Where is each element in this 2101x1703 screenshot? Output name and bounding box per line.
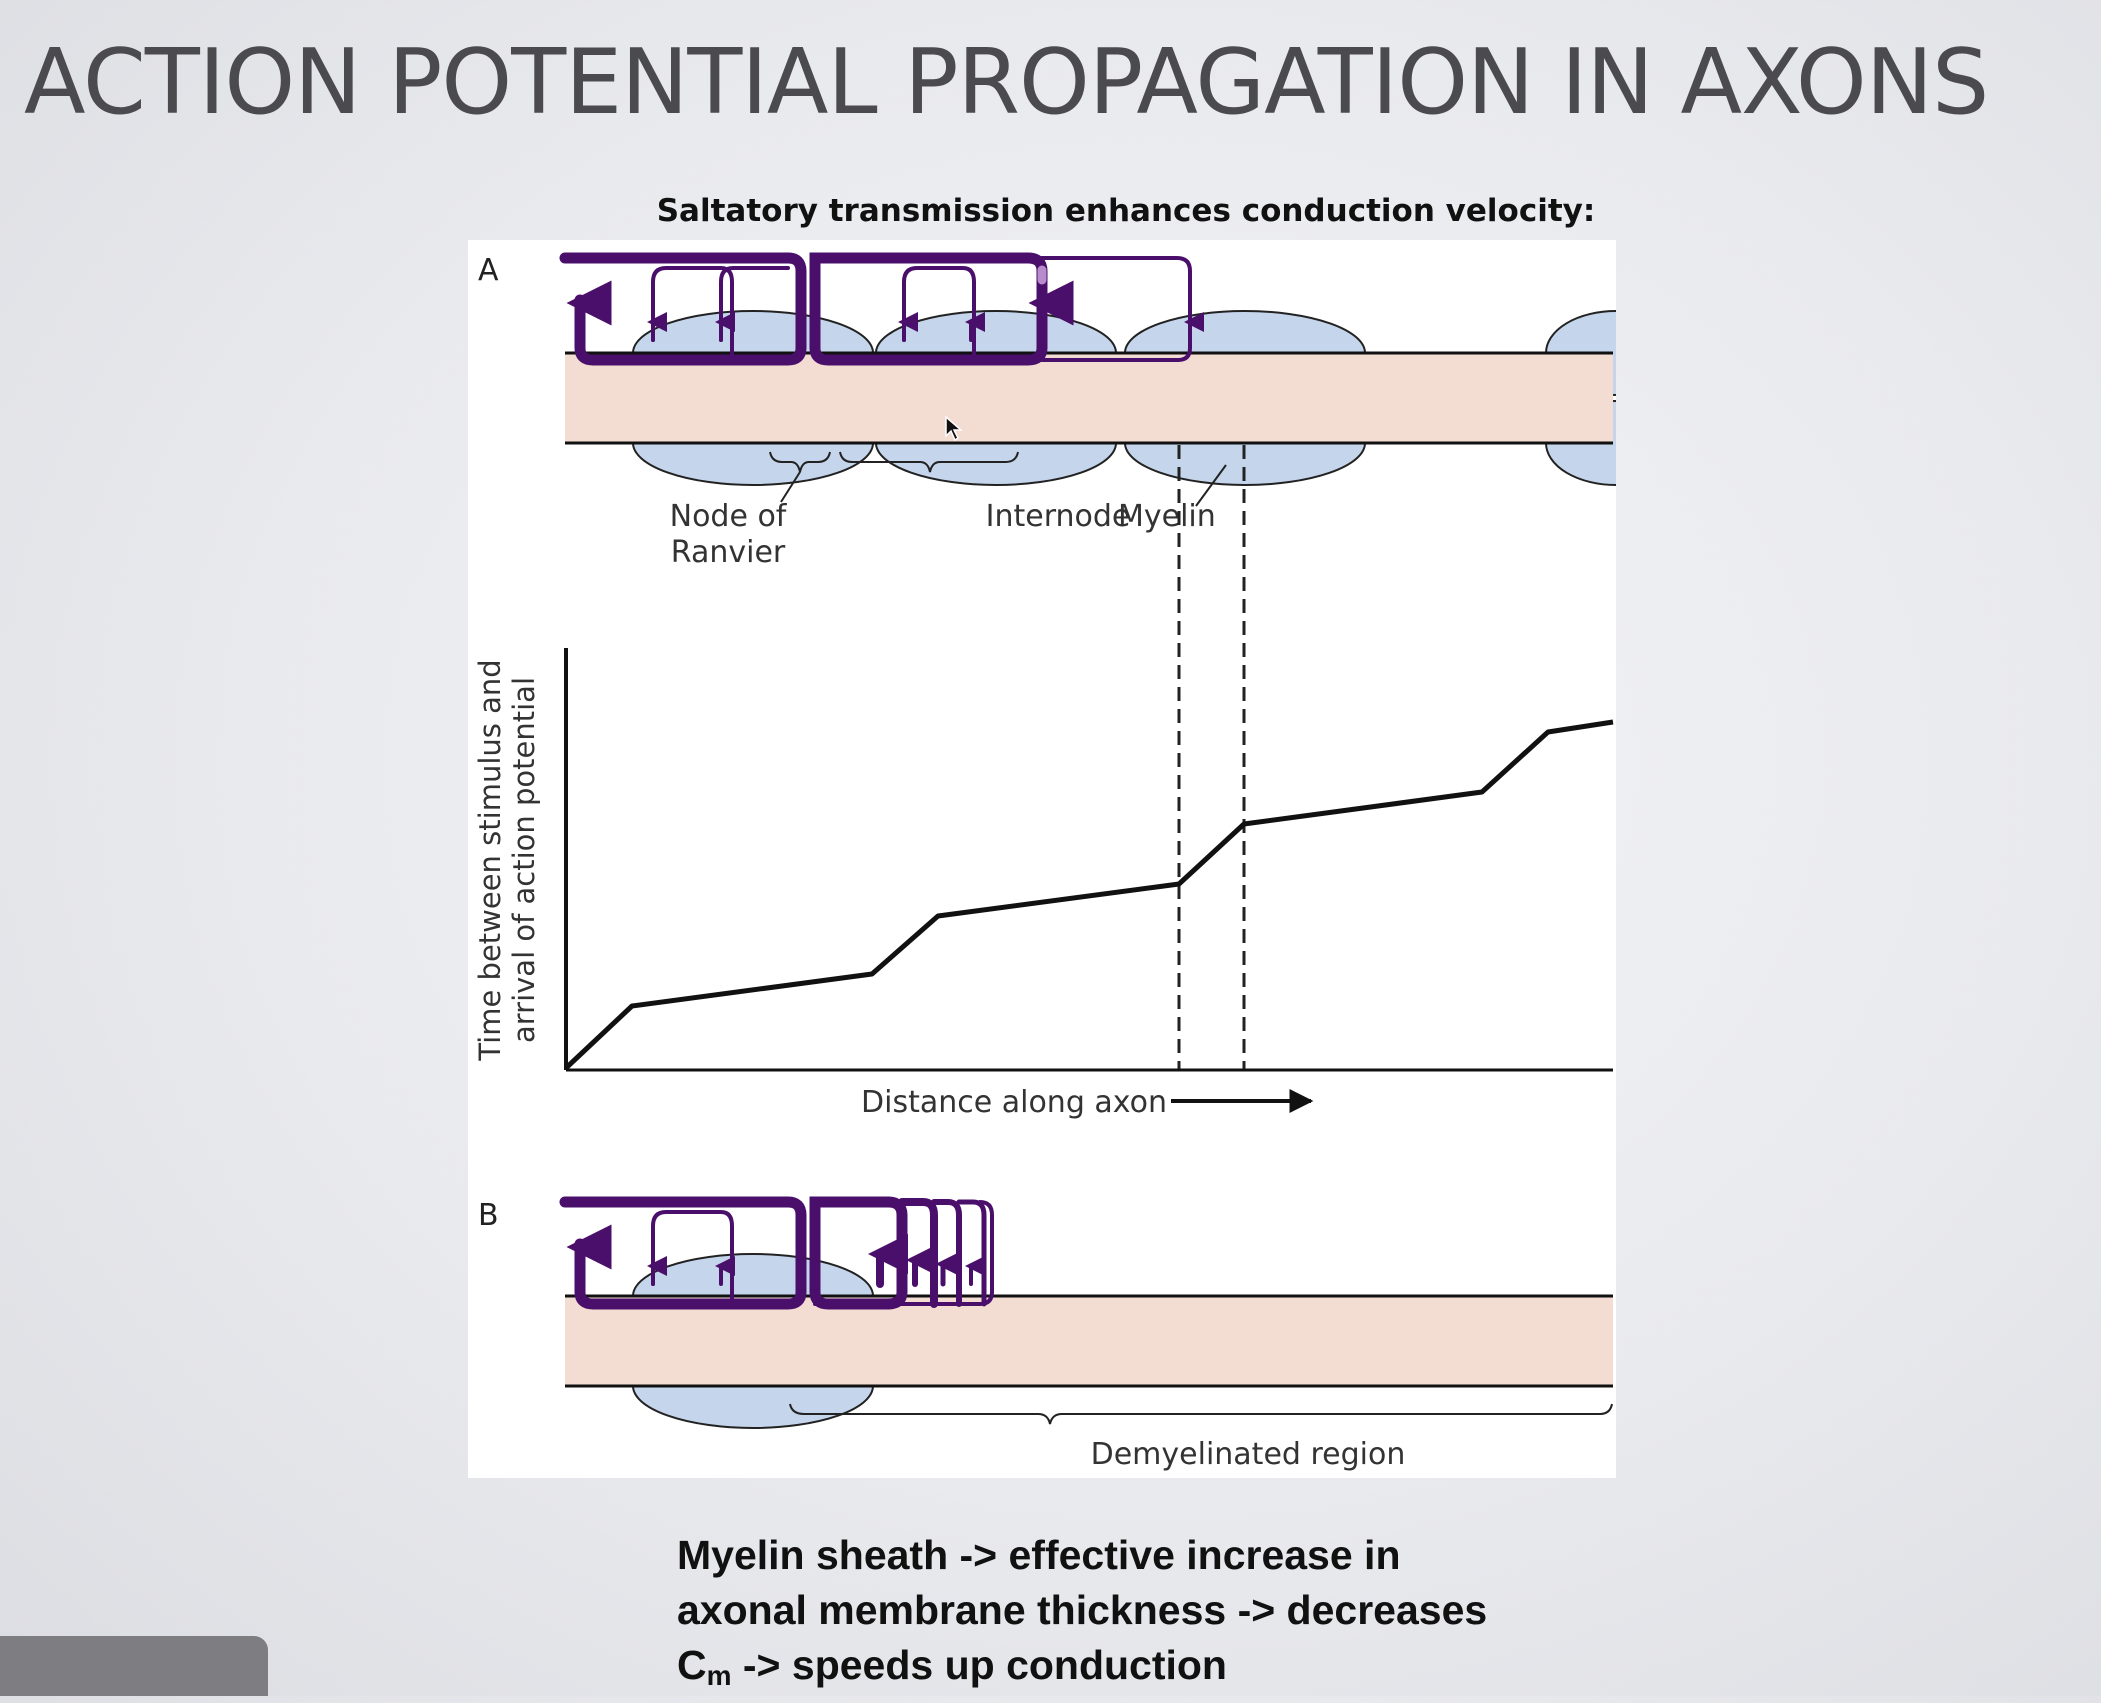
demyelinated-region-label: Demyelinated region (1091, 1437, 1406, 1472)
conduction-time-graph: Time between stimulus and arrival of act… (473, 648, 1614, 1120)
summary-line-1: Myelin sheath -> effective increase in (677, 1532, 1401, 1578)
mouse-cursor-icon (945, 416, 963, 442)
capacitance-subscript: m (706, 1660, 732, 1691)
figure-svg: A (473, 252, 1616, 1472)
y-axis-label-2: arrival of action potential (507, 677, 541, 1043)
demyelinated-brace (789, 1403, 1613, 1425)
arrival-time-line (564, 719, 1614, 1070)
panel-a-axon (565, 310, 1616, 486)
y-axis-label: Time between stimulus and (473, 659, 507, 1061)
myelin-label: Myelin (1118, 499, 1216, 534)
panel-b-annotations: Demyelinated region (789, 1403, 1613, 1472)
panel-a-annotations: Node of Ranvier Internode Myelin (670, 445, 1246, 1070)
summary-text: Myelin sheath -> effective increase in a… (677, 1528, 1577, 1703)
x-axis-label: Distance along axon (861, 1085, 1167, 1120)
internode-brace (839, 451, 1019, 473)
saltatory-conduction-figure: A (468, 240, 1616, 1478)
panel-a-label: A (478, 253, 499, 288)
panel-a-current-loops (559, 252, 1204, 366)
summary-line-3-text: -> speeds up conduction (731, 1642, 1227, 1688)
figure-caption: Saltatory transmission enhances conducti… (656, 193, 1596, 229)
node-of-ranvier-label: Node of (670, 499, 788, 534)
summary-line-2: axonal membrane thickness -> decreases (677, 1587, 1488, 1633)
node-of-ranvier-label-2: Ranvier (671, 535, 786, 570)
panel-b-axon (565, 1253, 1613, 1429)
panel-b-current-loops (559, 1196, 994, 1310)
summary-line-3: Cm -> speeds up conduction (677, 1638, 1577, 1703)
presenter-video-tab[interactable] (0, 1636, 268, 1696)
capacitance-symbol: C (677, 1642, 707, 1688)
internode-label: Internode (986, 499, 1131, 534)
slide-title: ACTION POTENTIAL PROPAGATION IN AXONS (24, 30, 1989, 135)
panel-b-label: B (478, 1198, 499, 1233)
